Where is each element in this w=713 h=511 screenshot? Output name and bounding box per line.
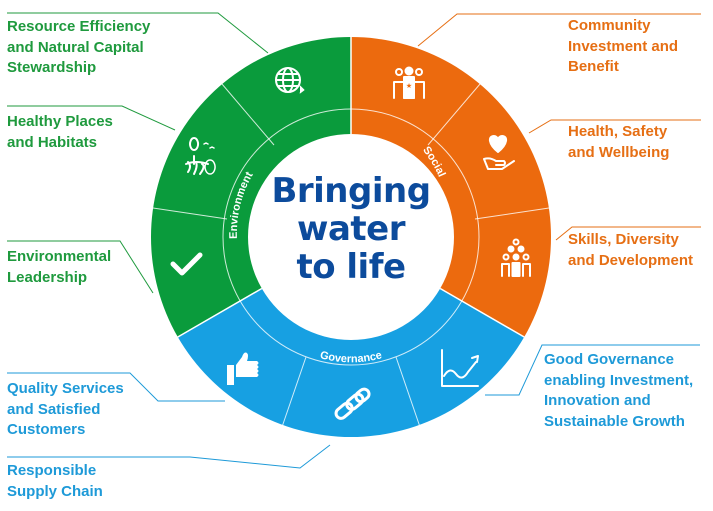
thumbs-up-icon [227, 352, 259, 385]
governance-pillar-label: Governance [319, 349, 383, 365]
topic-resource-efficiency: Resource Efficiency and Natural Capital … [7, 18, 151, 76]
environment-segment [151, 37, 351, 337]
center-title-line3: to life [296, 247, 406, 287]
topic-environmental-leadership: Environmental Leadership [7, 248, 112, 286]
social-segment [351, 37, 551, 337]
globe-recycle-icon [275, 67, 305, 94]
center-title-line2: water [297, 209, 405, 249]
chain-link-icon [334, 387, 371, 420]
landscape-tree-icon [185, 137, 216, 175]
center-title-line1: Bringing [271, 171, 431, 211]
svg-text:★: ★ [406, 82, 412, 90]
topic-community-investment: Community Investment and Benefit [568, 17, 679, 75]
topic-health-safety: Health, Safety and Wellbeing [568, 123, 670, 161]
governance-segment [177, 288, 525, 437]
heart-hand-icon [483, 135, 515, 170]
people-growth-icon [501, 238, 531, 277]
checkmark-icon [170, 252, 203, 276]
topic-quality-services: Quality Services and Satisfied Customers [7, 380, 124, 438]
topic-healthy-places: Healthy Places and Habitats [7, 113, 113, 151]
growth-chart-icon [441, 349, 479, 387]
center-title: Bringing water to life [251, 172, 451, 286]
topic-good-governance: Good Governance enabling Investment, Inn… [544, 351, 694, 430]
community-people-icon: ★ [393, 66, 425, 99]
topic-skills-diversity: Skills, Diversity and Development [568, 231, 694, 269]
topic-responsible-supply-chain: Responsible Supply Chain [7, 462, 103, 500]
